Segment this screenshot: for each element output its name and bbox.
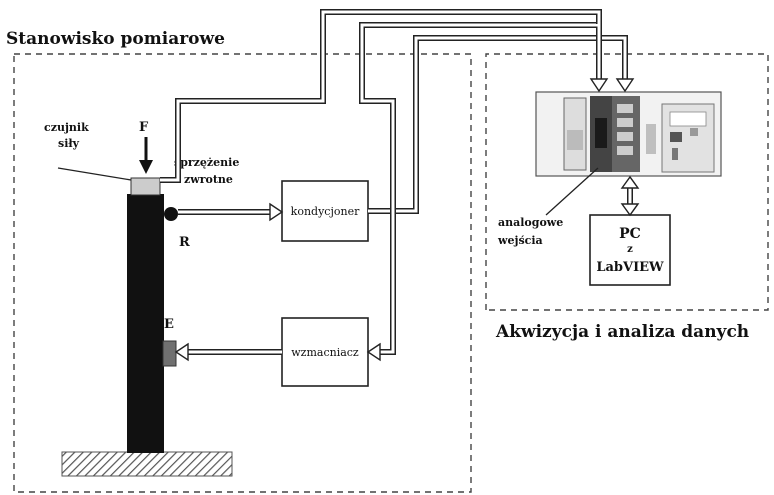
pc-label-line1: PC [619, 226, 641, 242]
arrow-daq-pc-up [622, 177, 638, 188]
exciter-block [163, 341, 176, 366]
pc-label-line3: LabVIEW [596, 260, 664, 275]
arrow-to-daq-2 [617, 79, 633, 91]
force-sensor-label-line2: siły [58, 137, 80, 150]
beam [127, 194, 164, 453]
analog-inputs-label-line2: wejścia [497, 234, 543, 247]
feedback-label-line2: zwrotne [184, 173, 233, 186]
arrow-daq-pc-down [622, 204, 638, 215]
feedback-sensor [164, 207, 178, 221]
acquisition-title: Akwizycja i analiza danych [495, 322, 749, 342]
arrow-to-exciter [176, 344, 188, 360]
daq-device [536, 92, 721, 176]
amplifier-label: wzmacniacz [291, 346, 359, 359]
conditioner-label: kondycjoner [291, 205, 360, 218]
arrow-to-amplifier [368, 344, 380, 360]
force-sensor [131, 178, 160, 195]
arrow-to-conditioner [270, 204, 282, 220]
ground-block [62, 452, 232, 476]
force-arrow-head [139, 160, 153, 174]
feedback-label-line1: sprzężenie [174, 156, 239, 169]
arrow-to-daq-1 [591, 79, 607, 91]
pc-label-line2: z [627, 244, 633, 255]
force-sensor-leader [58, 168, 131, 180]
measurement-station-title: Stanowisko pomiarowe [6, 29, 225, 49]
force-sensor-label-line1: czujnik [44, 121, 89, 134]
exciter-e-label: E [164, 317, 174, 332]
sensor-r-label: R [179, 235, 190, 250]
analog-inputs-label-line1: analogowe [498, 216, 563, 229]
force-label: F [139, 120, 149, 135]
measurement-station-frame [14, 54, 471, 492]
